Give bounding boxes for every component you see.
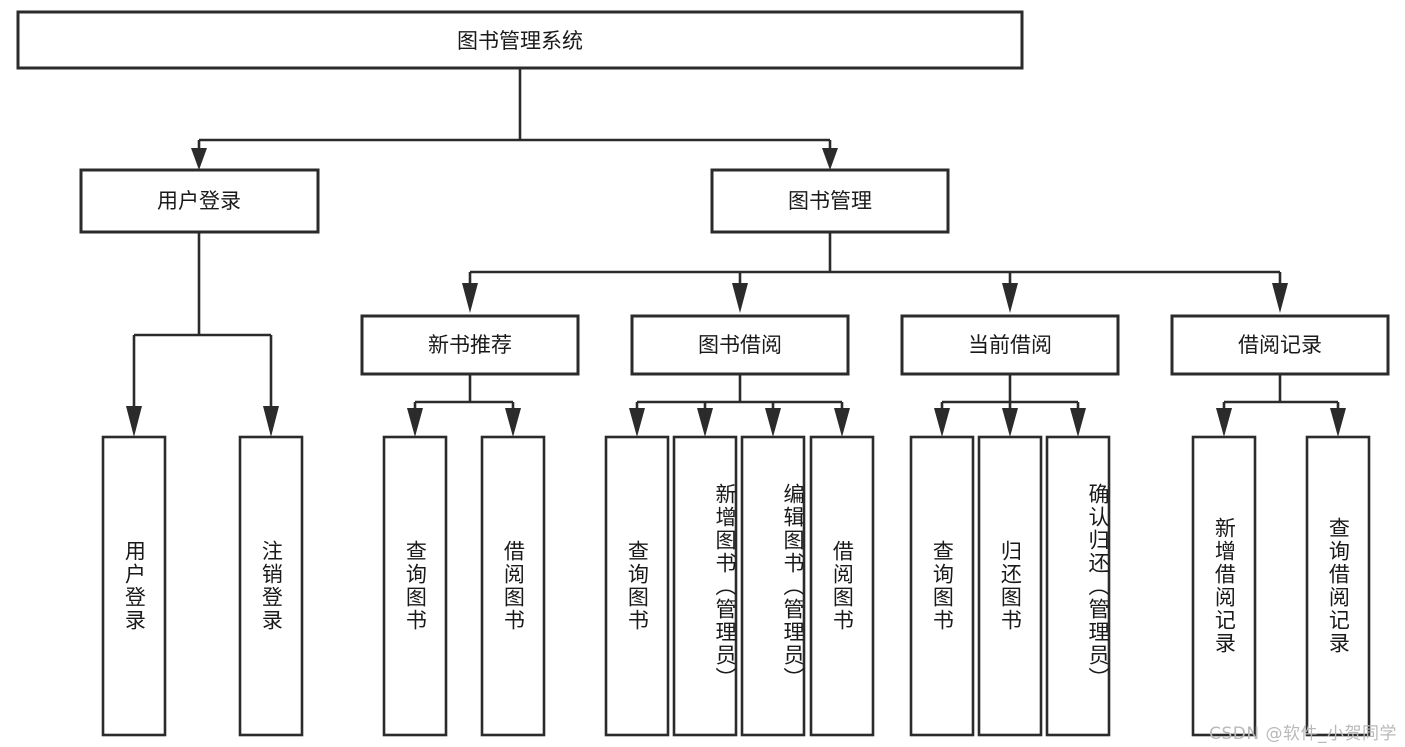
node-new-book-recommend[interactable]: 新书推荐 [360, 314, 580, 376]
node-user-login[interactable]: 用户登录 [79, 168, 320, 234]
leaf-box-current-confirm[interactable] [1045, 435, 1111, 737]
arrow-current-to-leaf-2 [1002, 408, 1018, 437]
csdn-watermark: CSDN @软件_小贺同学 [1209, 724, 1397, 744]
node-book-management-box[interactable] [710, 168, 950, 234]
leaf-label-current-return: 归还图书 [998, 540, 1023, 632]
arrow-borrow-to-leaf-4 [834, 408, 850, 437]
leaf-label-records-add: 新增借阅记录 [1212, 517, 1237, 655]
leaf-box-borrow-add[interactable] [672, 435, 738, 737]
leaf-label-borrow-add: 新增图书（管理员） [713, 482, 737, 690]
node-current-borrow-box[interactable] [900, 314, 1120, 376]
leaf-box-borrow-edit[interactable] [740, 435, 806, 737]
leaf-box-newbook-query[interactable] [382, 435, 448, 737]
leaf-label-current-confirm: 确认归还（管理员） [1086, 482, 1110, 690]
connector-group-user-login [126, 232, 279, 437]
arrow-records-to-leaf-1 [1216, 408, 1232, 437]
leaf-label-borrow-lend: 借阅图书 [830, 540, 855, 632]
node-new-book-recommend-box[interactable] [360, 314, 580, 376]
arrow-borrow-to-leaf-2 [697, 408, 713, 437]
arrow-newbook-to-leaf-2 [505, 408, 521, 437]
leaf-label-records-query: 查询借阅记录 [1326, 517, 1351, 655]
arrow-records-to-leaf-2 [1330, 408, 1346, 437]
node-borrow-records-label: 借阅记录 [1238, 333, 1322, 357]
node-user-login-box[interactable] [79, 168, 320, 234]
leaf-label-newbook-query: 查询图书 [403, 540, 428, 632]
leaf-box-records-query[interactable] [1305, 435, 1371, 737]
arrow-root-to-book-mgmt [822, 148, 838, 170]
arrow-userlogin-to-leaf-1 [126, 406, 142, 437]
leaf-box-newbook-borrow[interactable] [480, 435, 546, 737]
connector-group-new-book [407, 374, 521, 437]
arrow-borrow-to-leaf-1 [629, 408, 645, 437]
arrow-bookmgmt-to-current [1002, 283, 1018, 313]
arrow-root-to-user-login [191, 148, 207, 170]
connector-group-borrow [629, 374, 850, 437]
node-user-login-label: 用户登录 [157, 189, 241, 213]
node-book-management[interactable]: 图书管理 [710, 168, 950, 234]
arrow-bookmgmt-to-records [1272, 283, 1288, 313]
node-book-borrow-label: 图书借阅 [698, 333, 782, 357]
connector-group-root [191, 68, 838, 170]
arrow-bookmgmt-to-new-book [462, 283, 478, 313]
leaf-label-current-query: 查询图书 [930, 540, 955, 632]
arrow-borrow-to-leaf-3 [765, 408, 781, 437]
node-root-box[interactable] [16, 10, 1024, 70]
node-borrow-records-box[interactable] [1170, 314, 1390, 376]
node-current-borrow[interactable]: 当前借阅 [900, 314, 1120, 376]
node-current-borrow-label: 当前借阅 [968, 333, 1052, 357]
leaf-box-borrow-lend[interactable] [809, 435, 875, 737]
node-new-book-recommend-label: 新书推荐 [428, 333, 512, 357]
node-book-management-label: 图书管理 [788, 189, 872, 213]
node-book-borrow-box[interactable] [630, 314, 850, 376]
leaf-box-current-return[interactable] [977, 435, 1043, 737]
node-book-borrow[interactable]: 图书借阅 [630, 314, 850, 376]
leaf-label-user-login-logout: 注销登录 [259, 540, 284, 632]
leaf-box-records-add[interactable] [1191, 435, 1257, 737]
arrow-bookmgmt-to-borrow [732, 283, 748, 313]
arrow-current-to-leaf-1 [934, 408, 950, 437]
leaf-label-borrow-query: 查询图书 [625, 540, 650, 632]
leaf-box-user-login-logout[interactable] [238, 435, 304, 737]
leaf-box-borrow-query[interactable] [604, 435, 670, 737]
node-root-label: 图书管理系统 [457, 29, 583, 53]
leaf-box-user-login-login[interactable] [101, 435, 167, 737]
leaf-label-newbook-borrow: 借阅图书 [501, 540, 526, 632]
arrow-current-to-leaf-3 [1070, 408, 1086, 437]
connector-group-records [1216, 374, 1346, 437]
arrow-newbook-to-leaf-1 [407, 408, 423, 437]
connector-group-current [934, 374, 1086, 437]
node-root[interactable]: 图书管理系统 [16, 10, 1024, 70]
leaf-label-user-login-login: 用户登录 [122, 540, 147, 632]
connector-group-book-mgmt [462, 232, 1288, 313]
node-borrow-records[interactable]: 借阅记录 [1170, 314, 1390, 376]
leaf-label-borrow-edit: 编辑图书（管理员） [781, 482, 805, 690]
leaf-box-current-query[interactable] [909, 435, 975, 737]
arrow-userlogin-to-leaf-2 [263, 406, 279, 437]
